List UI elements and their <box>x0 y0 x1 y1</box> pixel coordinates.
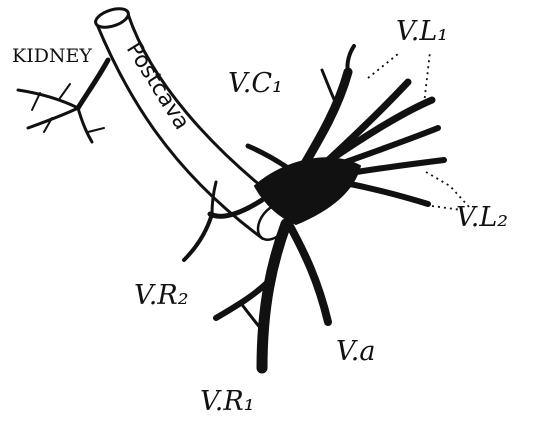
label-kidney: KIDNEY <box>12 45 92 67</box>
vl1-label: V.L₁ <box>396 16 448 47</box>
vr1-label: V.R₁ <box>200 386 255 417</box>
va-label: V.a <box>336 336 375 367</box>
vl2-label: V.L₂ <box>456 202 508 233</box>
vc1-label: V.C₁ <box>228 68 283 99</box>
leader-lines <box>368 52 470 210</box>
vr2-label: V.R₂ <box>134 280 189 311</box>
kidney-veins <box>18 60 108 142</box>
postcava-vessel <box>93 5 296 246</box>
kidney-label: KIDNEY <box>12 45 92 67</box>
